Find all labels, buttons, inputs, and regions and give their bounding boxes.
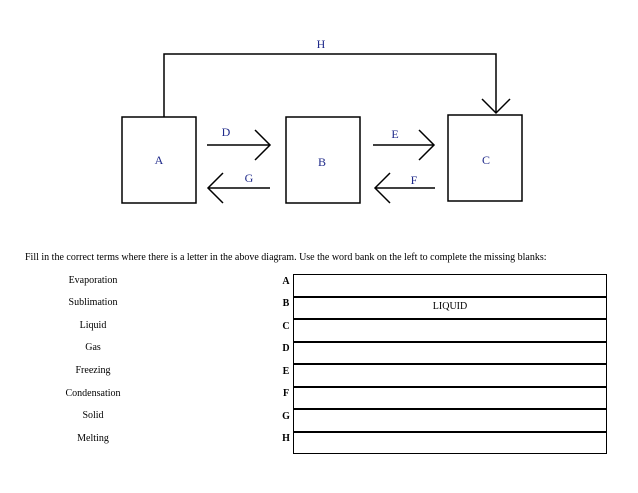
word-bank-item: Evaporation [68, 275, 118, 286]
answer-row-letter: F [282, 388, 290, 399]
word-bank-item: Solid [82, 410, 104, 421]
answer-row-letter: D [282, 343, 290, 354]
answer-field-f[interactable] [293, 386, 607, 409]
answer-field-g[interactable] [293, 409, 607, 432]
answer-field-c[interactable] [293, 319, 607, 342]
word-bank-item: Condensation [65, 388, 121, 399]
label-h: H [317, 37, 326, 51]
arrow-g-head [206, 172, 224, 204]
label-d: D [222, 125, 231, 139]
answer-field-d[interactable] [293, 341, 607, 364]
answer-row-letter: E [282, 366, 290, 377]
arrow-h-line [163, 53, 497, 117]
arrow-d-head [254, 129, 272, 161]
instructions-text: Fill in the correct terms where there is… [25, 252, 547, 263]
phase-change-diagram: A B C D E F G H [121, 37, 523, 204]
word-bank-item: Freezing [75, 365, 111, 376]
answer-row-letter: H [282, 433, 290, 444]
label-c: C [482, 153, 490, 167]
answer-row-letter: A [282, 276, 290, 287]
arrow-h-head [481, 98, 511, 115]
word-bank-item: Gas [85, 342, 101, 353]
answer-value: LIQUID [432, 300, 468, 312]
word-bank-item: Melting [77, 433, 109, 444]
word-bank-item: Sublimation [68, 297, 118, 308]
box-a [121, 116, 197, 204]
answer-row-letter: G [282, 411, 290, 422]
label-f: F [411, 173, 418, 187]
answer-field-a[interactable] [293, 274, 607, 297]
word-bank-item: Liquid [79, 320, 107, 331]
answer-field-h[interactable] [293, 431, 607, 454]
answer-row-letter: B [282, 298, 290, 309]
label-b: B [318, 155, 326, 169]
label-e: E [391, 127, 398, 141]
answer-row-letter: C [282, 321, 290, 332]
label-a: A [155, 153, 164, 167]
label-g: G [245, 171, 254, 185]
arrow-f-head [373, 172, 391, 204]
arrow-e-head [418, 129, 436, 161]
answer-field-e[interactable] [293, 364, 607, 387]
answer-field-b[interactable]: LIQUID [293, 296, 607, 319]
box-b [285, 116, 361, 204]
box-c [447, 114, 523, 202]
